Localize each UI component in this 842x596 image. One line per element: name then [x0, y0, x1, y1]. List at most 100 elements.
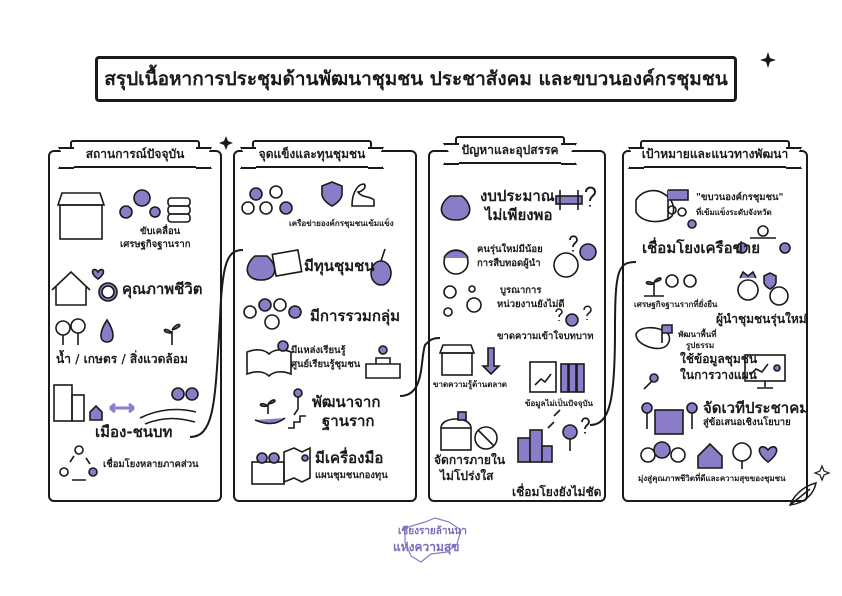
province-map-icon: [635, 189, 675, 223]
arrow-down-icon: [481, 347, 501, 376]
item-text: ไม่โปร่งใส: [440, 469, 494, 483]
panel-header: เป้าหมายและแนวทางพัฒนา: [640, 140, 790, 168]
clock-icon: [579, 243, 597, 261]
item-text: เศรษฐกิจฐานราก: [120, 239, 191, 250]
drum-icon: [370, 248, 392, 286]
tree-icon: [562, 417, 590, 451]
item-text: มีการรวมกลุ่ม: [310, 307, 400, 325]
item-text: มีทุนชุมชน: [304, 257, 375, 275]
monitor-chart-icon: [744, 354, 786, 389]
trees-icon: [55, 318, 86, 345]
footer-logo-line1: เชียงรายล้านนา: [398, 526, 467, 537]
item-text: ขับเคลื่อน: [140, 226, 181, 237]
item-text: ศูนย์เรียนรู้ชุมชน: [291, 359, 361, 370]
sparkle-icon: [219, 136, 233, 150]
money-bag-icon: [440, 195, 471, 221]
money-bag-icon: [246, 255, 276, 281]
network-icon: [736, 225, 791, 254]
elder-face-icon: [553, 252, 579, 278]
woman-icon: [98, 282, 118, 302]
sparkle-icon: [760, 52, 776, 68]
gears-people-icon: [443, 285, 482, 317]
microphone-icon: [643, 373, 659, 390]
item-text: หน่วยงานยังไม่ดี: [497, 299, 565, 310]
confused-people-icon: [555, 305, 592, 327]
item-text: ผู้นำชุมชนรุ่นใหม่: [716, 312, 807, 326]
panel-strengths: [233, 150, 417, 502]
item-text: แผนชุมชนกองทุน: [315, 470, 388, 481]
item-text: จัดการภายใน: [434, 453, 506, 467]
double-arrow-icon: [109, 402, 135, 414]
muscle-arm-icon: [351, 183, 375, 207]
smiling-faces-icon: [640, 441, 686, 463]
toolbox-icon: [251, 452, 285, 485]
crowned-leader-icon: [737, 270, 759, 301]
people-cycle-icon: [59, 445, 98, 481]
item-text: คุณภาพชีวิต: [122, 280, 203, 298]
footer-logo-map: [404, 517, 462, 563]
market-stall-icon: [56, 192, 106, 240]
connector-2-3: [399, 337, 441, 397]
map-icon: [283, 446, 311, 484]
map-flag-icon: [635, 324, 673, 350]
item-text: เชื่อมโยงยังไม่ชัด: [512, 485, 602, 499]
hand-plant-icon: [254, 399, 286, 425]
item-text: สู่ข้อเสนอเชิงนโยบาย: [703, 417, 791, 428]
buildings-icon: [517, 429, 553, 463]
prohibited-icon: [474, 426, 498, 450]
sparkle-icon: [813, 464, 831, 482]
item-text: พัฒนาพื้นที่: [678, 330, 717, 339]
city-icon: [53, 384, 103, 422]
item-text: การสืบทอดผู้นำ: [477, 258, 541, 269]
sprout-icon: [163, 323, 181, 345]
school-icon: [365, 345, 401, 379]
item-text: ขาดความเข้าใจบทบาท: [497, 331, 594, 342]
item-text: เชื่อมโยงเครือข่าย: [642, 239, 761, 257]
page-title: สรุปเนื้อหาการประชุมด้านพัฒนาชุมชน ประชา…: [95, 56, 737, 102]
people-icon: [667, 205, 697, 229]
item-text: เครือข่ายองค์กรชุมชนเข้มแข็ง: [289, 219, 394, 228]
item-text: ในการวางแผน: [680, 368, 757, 382]
item-text: งบประมาณ: [480, 187, 555, 205]
binders-icon: [560, 363, 585, 393]
question-icon: [569, 235, 578, 252]
flag-icon: [667, 189, 689, 220]
item-text: มีเครื่องมือ: [315, 449, 384, 467]
puzzle-people-icon: [641, 402, 698, 435]
market-stall-icon: [438, 344, 476, 376]
shield-icon: [763, 272, 777, 290]
item-text: มุ่งสู่คุณภาพชีวิตที่ดีและความสุขของชุมช…: [638, 474, 786, 483]
item-text: เมือง-ชนบท: [95, 423, 173, 441]
gears-icon: [119, 189, 161, 219]
heart-icon: [758, 446, 778, 464]
item-text: เชื่อมโยงหลายภาคส่วน: [103, 459, 199, 470]
bankbook-icon: [271, 248, 303, 278]
house-icon: [697, 442, 723, 469]
item-text: ขาดความรู้ด้านตลาด: [433, 380, 508, 389]
item-text: มีแหล่งเรียนรู้: [291, 345, 346, 356]
leaf-icon: [788, 481, 817, 506]
connector-1-2: [189, 249, 244, 438]
shield-check-icon: [321, 181, 343, 207]
item-text: ใช้ข้อมูลชุมชน: [680, 352, 758, 366]
panel-header: จุดแข็งและทุนชุมชน: [252, 140, 372, 168]
broken-link-icon: [547, 409, 561, 429]
people-network-icon: [241, 185, 293, 215]
item-text: "ขบวนองค์กรชุมชน": [696, 192, 784, 203]
gear-icon: [665, 274, 679, 288]
tree-icon: [732, 442, 752, 469]
farmland-icon: [139, 387, 199, 425]
house-icon: [51, 270, 91, 306]
young-face-icon: [443, 249, 469, 275]
panel-header: สถานการณ์ปัจจุบัน: [70, 140, 200, 168]
locked-chest-icon: [440, 411, 472, 451]
panel-current-situation: [48, 150, 222, 502]
question-icon: [585, 186, 597, 207]
group-icon: [243, 298, 302, 330]
connector-3-4: [589, 261, 637, 426]
coins-icon: [167, 197, 191, 223]
